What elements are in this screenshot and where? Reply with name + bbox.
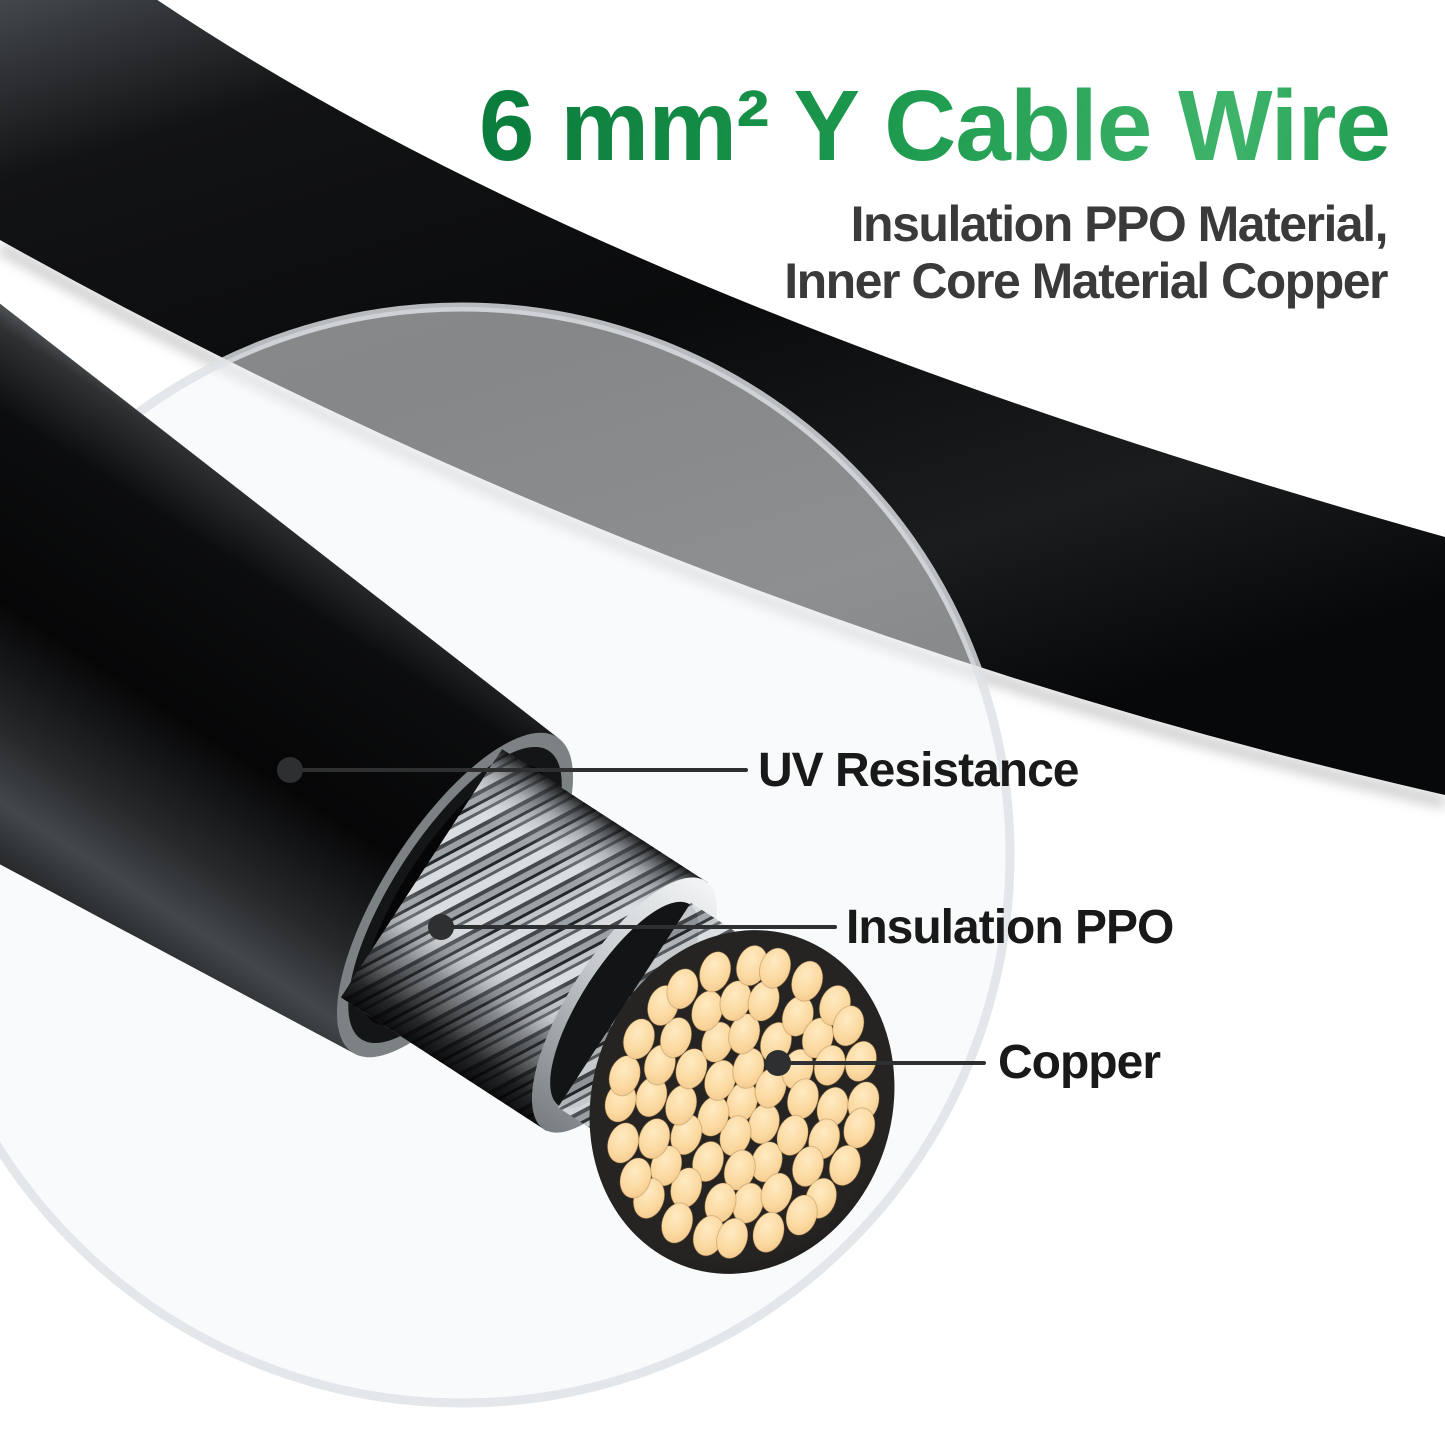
jacket-tube — [0, 182, 558, 1053]
subtitle-line-1: Insulation PPO Material, — [850, 196, 1389, 252]
subtitle-line-2: Inner Core Material Copper — [784, 253, 1388, 309]
page-title: 6 mm² Y Cable Wire — [478, 70, 1391, 182]
insulation-ppo-leader-line — [441, 925, 837, 929]
insulation-ppo-label: Insulation PPO — [846, 901, 1174, 954]
page-subtitle: Insulation PPO Material, Inner Core Mate… — [784, 196, 1389, 310]
uv-resistance-label: UV Resistance — [758, 744, 1079, 797]
insulation-shading — [340, 749, 708, 1131]
copper-leader-line — [778, 1061, 986, 1065]
copper-bundle-shade — [589, 930, 895, 1274]
uv-resistance-leader-line — [290, 768, 748, 772]
copper-strands-group — [589, 930, 895, 1274]
uv-resistance-leader-dot — [277, 757, 303, 783]
copper-label: Copper — [998, 1036, 1161, 1089]
copper-leader-dot — [765, 1050, 791, 1076]
insulation-ppo-leader-dot — [428, 914, 454, 940]
